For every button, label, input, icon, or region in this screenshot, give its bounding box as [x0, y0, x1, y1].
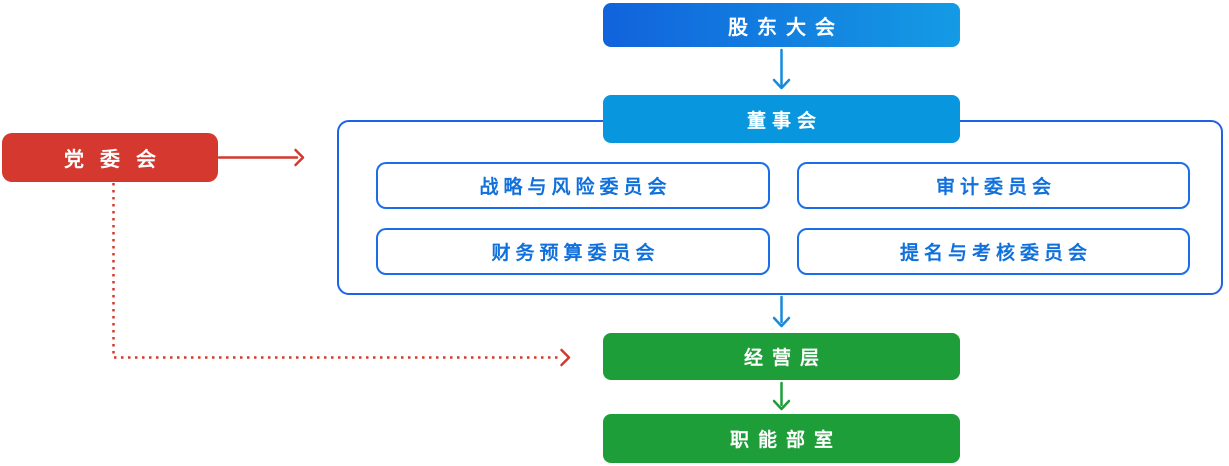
committee-audit: 审计委员会 [797, 162, 1190, 209]
node-party-committee: 党委会 [2, 133, 218, 182]
arrow-board-to-management [772, 295, 791, 328]
node-functional-departments: 职能部室 [603, 414, 960, 463]
arrow-management-to-departments [772, 381, 791, 411]
committee-finance-budget: 财务预算委员会 [376, 228, 770, 275]
committee-nomination-assessment: 提名与考核委员会 [797, 228, 1190, 275]
node-label: 股东大会 [728, 16, 844, 39]
committee-strategy-risk: 战略与风险委员会 [376, 162, 770, 209]
committee-label: 战略与风险委员会 [479, 177, 672, 198]
node-label: 董事会 [746, 110, 822, 132]
arrow-party-to-board-group [217, 148, 305, 167]
node-shareholders-meeting: 股东大会 [603, 3, 960, 47]
committee-label: 审计委员会 [935, 177, 1056, 198]
node-label: 党委会 [64, 149, 172, 171]
node-label: 职能部室 [729, 430, 842, 451]
node-board-of-directors: 董事会 [603, 95, 960, 143]
node-label: 经营层 [743, 348, 828, 369]
arrow-shareholders-to-board [772, 48, 791, 90]
committee-label: 提名与考核委员会 [899, 243, 1092, 264]
node-management-level: 经营层 [603, 333, 960, 380]
committee-label: 财务预算委员会 [491, 243, 660, 264]
